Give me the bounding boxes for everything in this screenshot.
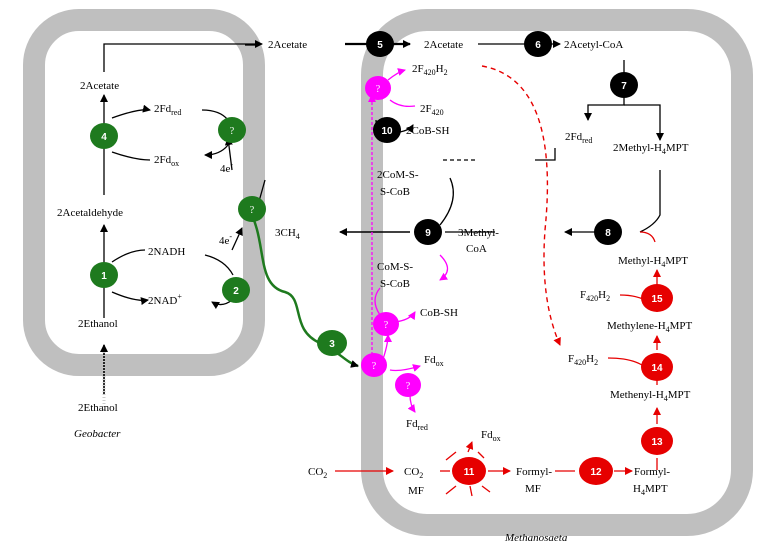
svg-text:12: 12	[590, 467, 602, 478]
acetyl-coa-label: 2Acetyl-CoA	[564, 39, 623, 51]
f420h2-top-label: 2F420H2	[412, 63, 448, 77]
formyl-h4mpt-label-1: Formyl-	[634, 466, 670, 478]
fd-ox-m2-label: Fdox	[481, 429, 501, 443]
enzyme-9: 9	[414, 219, 442, 245]
enzyme-unknown-m2: ?	[373, 312, 399, 336]
electrons-top-label: 4e-	[220, 160, 233, 175]
com-label-2: S-CoB	[380, 278, 410, 290]
acetate-label: 2Acetate	[80, 80, 119, 92]
svg-text:2: 2	[233, 286, 239, 297]
enzyme-unknown-m3: ?	[361, 353, 387, 377]
enzyme-3: 3	[317, 330, 347, 356]
methanosaeta-label: Methanosaeta	[504, 532, 568, 544]
methane-label: 3CH4	[275, 227, 300, 241]
geobacter-cell-wall	[23, 9, 265, 376]
svg-text:?: ?	[230, 126, 235, 137]
svg-text:15: 15	[651, 294, 663, 305]
formyl-h4mpt-label-2: H4MPT	[633, 483, 668, 497]
red-arrows	[335, 231, 661, 497]
fd-ox-m-label: Fdox	[424, 354, 444, 368]
cob-sh2-label: CoB-SH	[420, 307, 458, 319]
svg-text:5: 5	[377, 40, 383, 51]
enzyme-7: 7	[610, 72, 638, 98]
methyl-coa-label-1: 3Methyl-	[458, 227, 499, 239]
svg-text:10: 10	[381, 126, 393, 137]
enzyme-13: 13	[641, 427, 673, 455]
svg-text:1: 1	[101, 271, 107, 282]
co2-out-label: CO2	[308, 466, 327, 480]
svg-text:6: 6	[535, 40, 541, 51]
svg-text:8: 8	[605, 228, 611, 239]
f420h2-dashed-route	[481, 65, 561, 346]
geobacter-label: Geobacter	[74, 428, 121, 440]
svg-text:?: ?	[384, 320, 389, 331]
enzyme-6: 6	[524, 31, 552, 57]
enzyme-unknown-m4: ?	[395, 373, 421, 397]
ethanol-inner-label: 2Ethanol	[78, 318, 118, 330]
com-s-cob-label-1: 2CoM-S-	[377, 169, 419, 181]
fd-red-label: 2Fdred	[154, 103, 181, 117]
svg-text:?: ?	[376, 84, 381, 95]
svg-text:13: 13	[651, 437, 663, 448]
f420-label: 2F420	[420, 103, 444, 117]
enzyme-12: 12	[579, 457, 613, 485]
enzyme-unknown-g2: ?	[238, 196, 266, 222]
methenyl-label: Methenyl-H4MPT	[610, 389, 691, 403]
f420h2-b-label: F420H2	[568, 353, 598, 367]
methyl-h4mpt-label: 2Methyl-H4MPT	[613, 142, 689, 156]
acetate-in-label: 2Acetate	[424, 39, 463, 51]
enzyme-1: 1	[90, 262, 118, 288]
fd-red-m2-label: Fdred	[406, 418, 428, 432]
methyl-h4mpt2-label: Methyl-H4MPT	[618, 255, 688, 269]
enzyme-14: 14	[641, 353, 673, 381]
svg-text:7: 7	[621, 81, 627, 92]
enzyme-11: 11	[452, 457, 486, 485]
svg-text:14: 14	[651, 363, 663, 374]
nadh-label: 2NADH	[148, 246, 185, 258]
enzyme-4: 4	[90, 123, 118, 149]
methyl-coa-label-2: CoA	[466, 243, 487, 255]
com-label-1: CoM-S-	[377, 261, 413, 273]
fd-ox-label: 2Fdox	[154, 154, 179, 168]
methanosaeta-cell-wall	[361, 9, 753, 536]
enzyme-2: 2	[222, 277, 250, 303]
formyl-mf-label-2: MF	[525, 483, 541, 495]
svg-text:?: ?	[250, 205, 255, 216]
svg-text:4: 4	[101, 132, 107, 143]
enzyme-10: 10	[373, 117, 401, 143]
f420h2-a-label: F420H2	[580, 289, 610, 303]
nad-label: 2NAD+	[148, 292, 182, 307]
svg-text:9: 9	[425, 228, 431, 239]
com-s-cob-label-2: S-CoB	[380, 186, 410, 198]
ethanol-outer-label: 2Ethanol	[78, 402, 118, 414]
acetate-out-label: 2Acetate	[268, 39, 307, 51]
enzyme-15: 15	[641, 284, 673, 312]
enzyme-unknown-g1: ?	[218, 117, 246, 143]
magenta-arrows	[368, 68, 449, 413]
formyl-mf-label-1: Formyl-	[516, 466, 552, 478]
mf-label: MF	[408, 485, 424, 497]
electrons-bottom-label: 4e-	[219, 232, 232, 247]
svg-text:11: 11	[464, 467, 475, 478]
enzyme-unknown-m1: ?	[365, 76, 391, 100]
methylene-label: Methylene-H4MPT	[607, 320, 693, 334]
svg-text:?: ?	[372, 361, 377, 372]
enzyme-5: 5	[366, 31, 394, 57]
co2-in-label: CO2	[404, 466, 423, 480]
enzyme-8: 8	[594, 219, 622, 245]
svg-text:?: ?	[406, 381, 411, 392]
fd-red-m-label: 2Fdred	[565, 131, 592, 145]
cob-sh-label: 2CoB-SH	[406, 125, 449, 137]
svg-text:3: 3	[329, 339, 335, 350]
acetaldehyde-label: 2Acetaldehyde	[57, 207, 123, 219]
